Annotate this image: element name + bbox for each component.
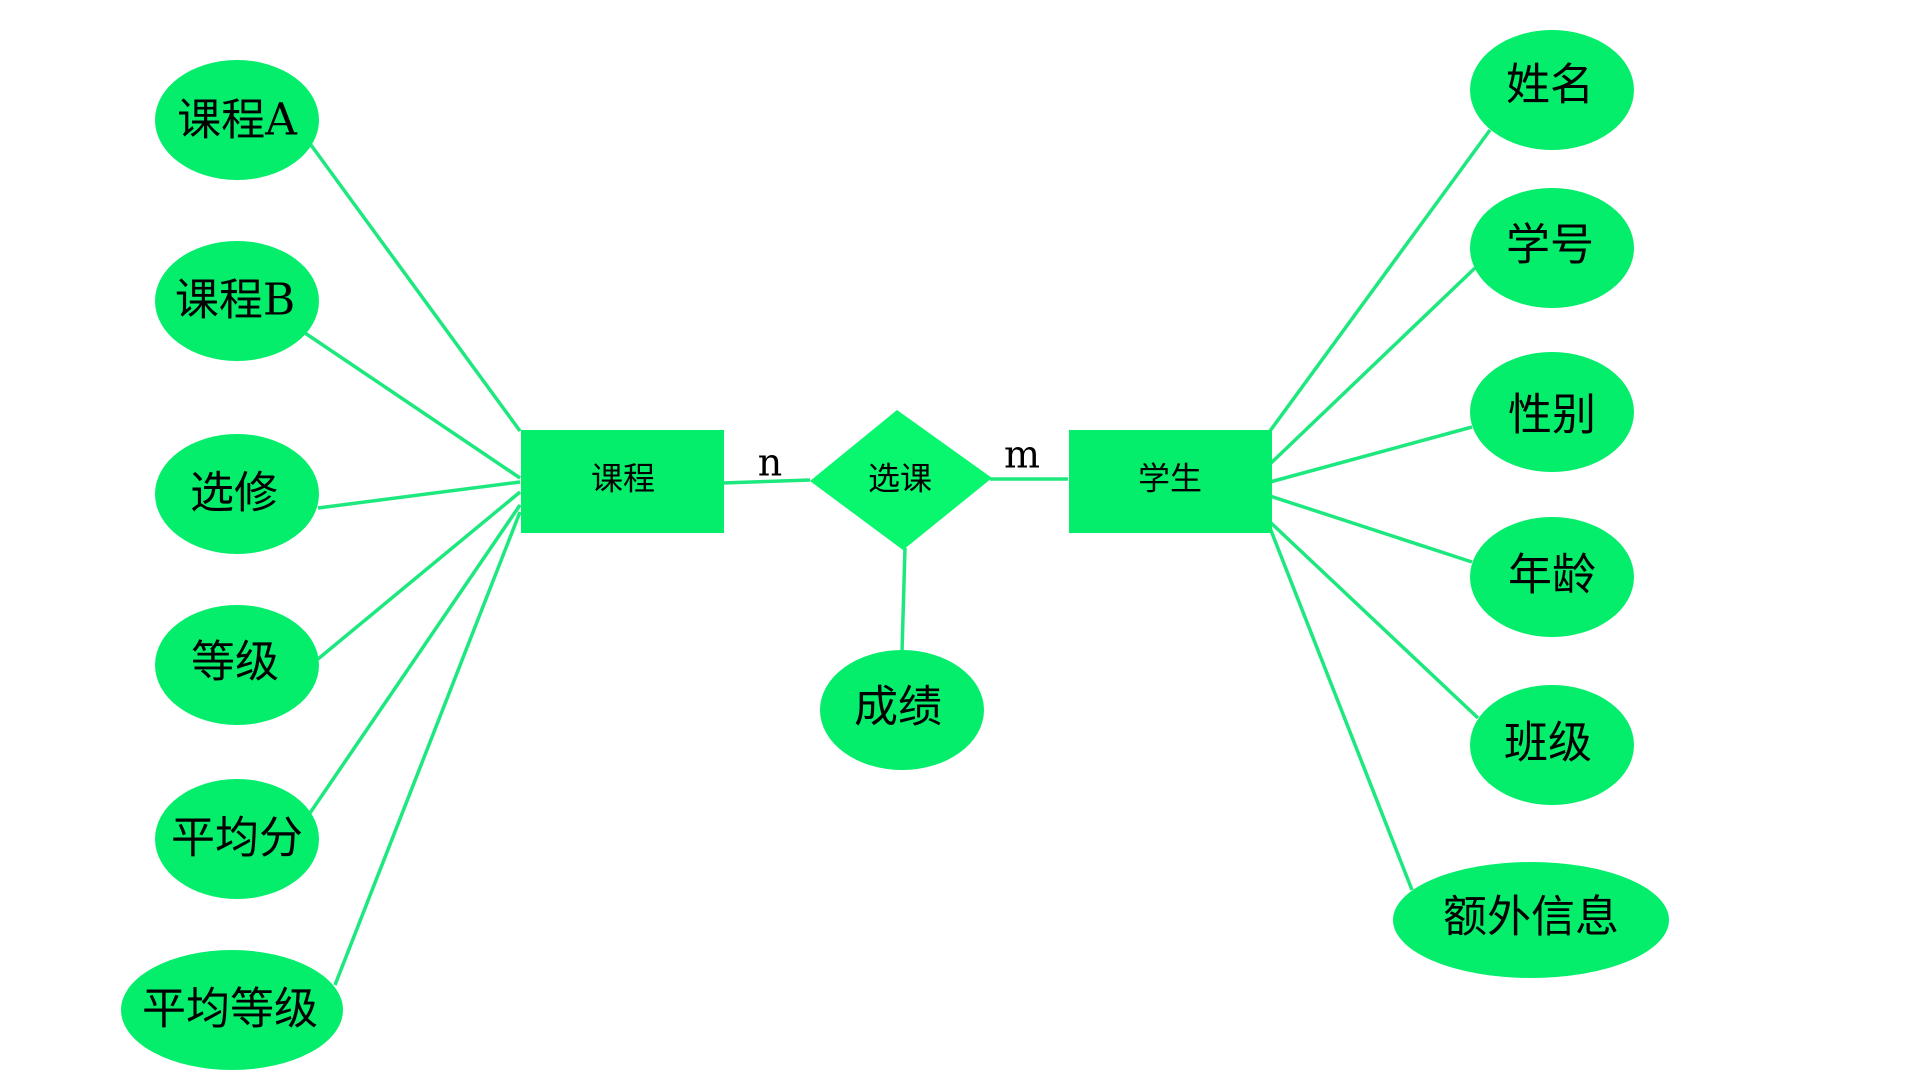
connector-student-id xyxy=(1268,266,1477,466)
attribute-level-shape xyxy=(155,605,319,725)
attribute-age-shape xyxy=(1470,517,1634,637)
connector-name xyxy=(1268,128,1492,433)
attribute-class-label: 班级 xyxy=(1504,718,1592,769)
cardinality-course-side: n xyxy=(758,441,782,485)
attribute-extra-info-label: 额外信息 xyxy=(1443,892,1619,943)
attribute-average-score: 平均分 xyxy=(155,779,319,899)
connector-class xyxy=(1268,520,1480,720)
connector-average-level xyxy=(333,511,522,986)
connector-gender xyxy=(1269,425,1473,484)
connector-enroll-grade xyxy=(900,547,907,653)
attribute-age: 年龄 xyxy=(1470,517,1634,637)
attribute-gender-shape xyxy=(1470,352,1634,472)
attribute-extra-info: 额外信息 xyxy=(1393,862,1669,978)
attribute-gender: 性别 xyxy=(1470,352,1634,472)
attribute-name-label: 姓名 xyxy=(1506,60,1594,111)
attribute-course-b: 课程B xyxy=(155,241,319,361)
entity-course: 课程 xyxy=(521,430,724,533)
attribute-course-a-shape xyxy=(155,60,319,180)
relationship-enroll-shape xyxy=(810,410,992,550)
connector-extra-info xyxy=(1268,527,1414,891)
attribute-level: 等级 xyxy=(155,605,319,725)
connector-level xyxy=(316,490,522,661)
attribute-grade: 成绩 xyxy=(820,650,984,770)
entity-course-label: 课程 xyxy=(591,460,655,498)
connector-elective xyxy=(317,480,521,510)
entity-student: 学生 xyxy=(1069,430,1272,533)
attribute-average-level-shape xyxy=(121,950,343,1070)
relationship-enroll: 选课 xyxy=(810,410,992,550)
attribute-average-level-label: 平均等级 xyxy=(142,984,318,1035)
attribute-name-shape xyxy=(1470,30,1634,150)
relationship-enroll-label: 选课 xyxy=(868,460,932,498)
attribute-student-id: 学号 xyxy=(1470,188,1634,308)
connector-course-a xyxy=(309,143,522,433)
cardinality-student-side: m xyxy=(1004,433,1040,477)
entity-course-shape xyxy=(521,430,724,533)
attribute-age-label: 年龄 xyxy=(1508,550,1596,601)
attribute-class-shape xyxy=(1470,685,1634,805)
connector-age xyxy=(1269,494,1473,564)
attribute-course-a: 课程A xyxy=(155,60,319,180)
attribute-average-score-label: 平均分 xyxy=(171,813,303,864)
attribute-elective-label: 选修 xyxy=(190,468,278,519)
attribute-elective: 选修 xyxy=(155,434,319,554)
attribute-elective-shape xyxy=(155,434,319,554)
connector-course-b xyxy=(304,331,521,480)
attribute-average-level: 平均等级 xyxy=(121,950,343,1070)
connector-course-enroll xyxy=(721,478,811,485)
attribute-course-b-label: 课程B xyxy=(175,275,295,326)
attribute-gender-label: 性别 xyxy=(1508,390,1596,441)
attribute-grade-shape xyxy=(820,650,984,770)
attribute-student-id-shape xyxy=(1470,188,1634,308)
attribute-course-b-shape xyxy=(155,241,319,361)
attribute-class: 班级 xyxy=(1470,685,1634,805)
attribute-name: 姓名 xyxy=(1470,30,1634,150)
attribute-grade-label: 成绩 xyxy=(854,682,942,733)
entity-student-shape xyxy=(1069,430,1272,533)
entity-student-label: 学生 xyxy=(1138,460,1202,498)
course-attributes: 课程A 课程B 选修 等级 平均分 平均等级 xyxy=(121,60,343,1070)
attribute-extra-info-shape xyxy=(1393,862,1669,978)
attribute-level-label: 等级 xyxy=(191,637,279,688)
student-attributes: 姓名 学号 性别 年龄 班级 额外信息 xyxy=(1393,30,1669,978)
attribute-student-id-label: 学号 xyxy=(1506,220,1594,271)
connectors xyxy=(304,128,1492,986)
attribute-course-a-label: 课程A xyxy=(177,95,298,146)
attribute-average-score-shape xyxy=(155,779,319,899)
connector-average-score xyxy=(308,504,522,814)
